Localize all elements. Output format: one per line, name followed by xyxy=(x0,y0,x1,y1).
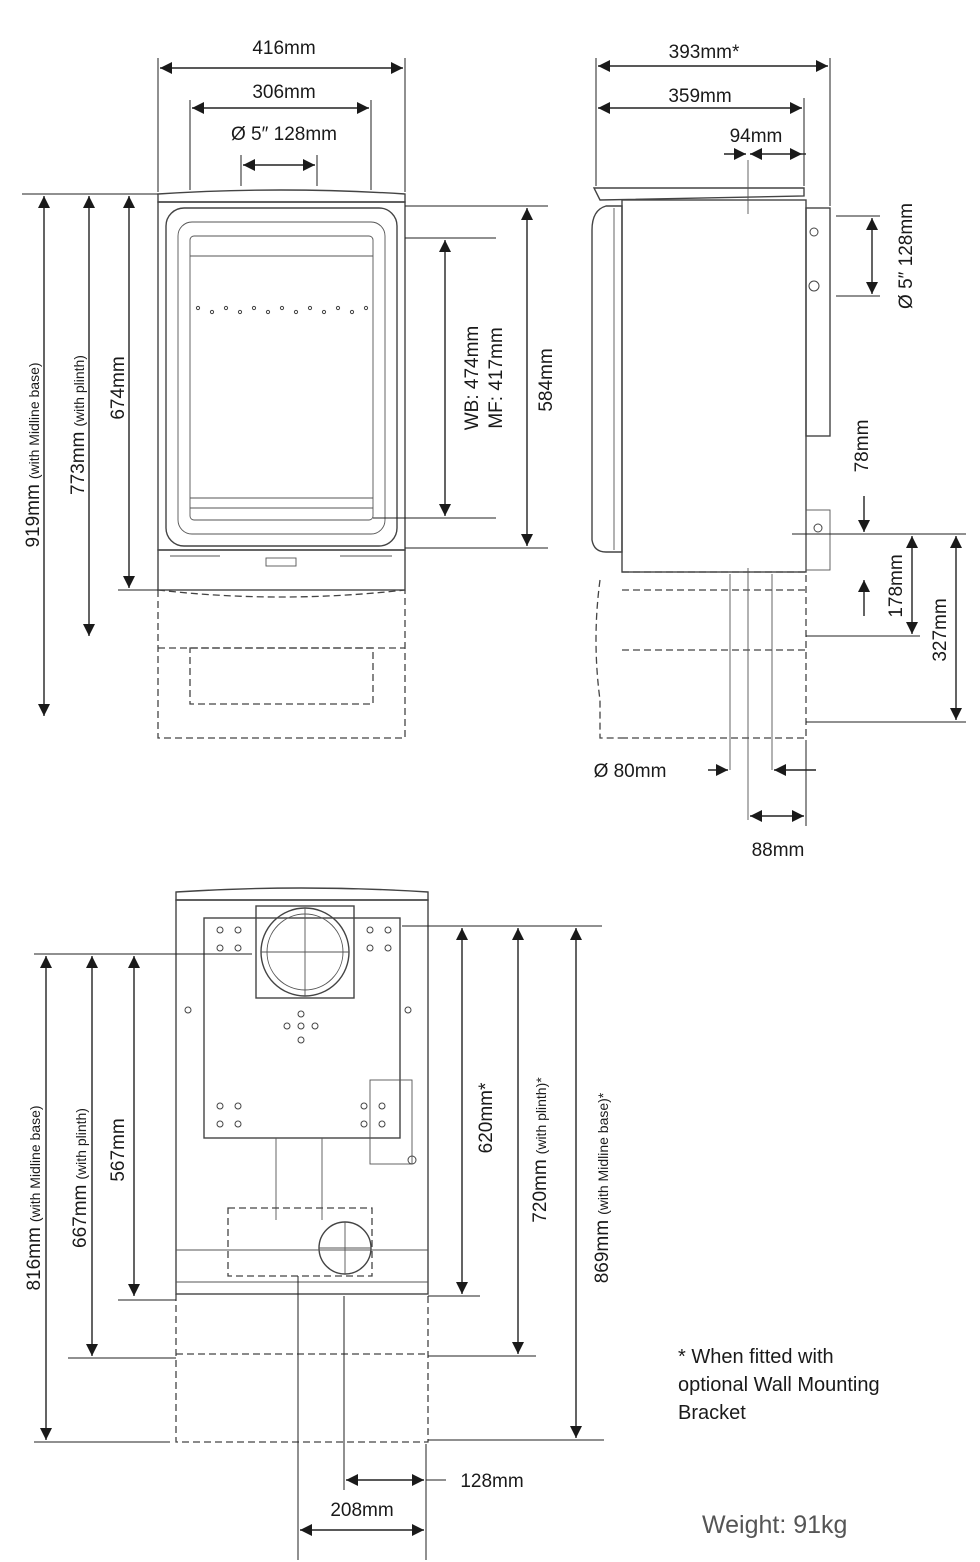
dim-674-label: 674mm xyxy=(108,356,129,419)
dim-128-label: 128mm xyxy=(460,1471,523,1492)
dim-94-label: 94mm xyxy=(730,126,783,147)
dim-720-label: 720mm(with plinth)* xyxy=(530,1077,551,1223)
dim-208-label: 208mm xyxy=(330,1500,393,1521)
dim-88-label: 88mm xyxy=(752,840,805,861)
dim-816-label: 816mm(with Midline base) xyxy=(24,1105,45,1290)
side-body xyxy=(621,199,807,573)
front-top-plate xyxy=(157,189,406,203)
front-door xyxy=(165,207,398,547)
rear-bolt-holes xyxy=(184,926,412,1128)
dim-416-label: 416mm xyxy=(252,38,315,59)
dim-919-label: 919mm(with Midline base) xyxy=(23,362,44,547)
rear-flue-plate xyxy=(255,905,355,999)
rear-plinth-outline xyxy=(175,1294,429,1443)
weight-label: Weight: 91kg xyxy=(702,1511,847,1539)
front-glass xyxy=(189,235,374,521)
dim-327-label: 327mm xyxy=(930,598,951,661)
side-door xyxy=(591,205,623,553)
dim-620-label: 620mm* xyxy=(476,1082,497,1153)
dim-584-label: 584mm xyxy=(536,348,557,411)
dim-window-mf: MF: 417mm xyxy=(486,327,507,428)
footnote: * When fitted with optional Wall Mountin… xyxy=(678,1346,880,1424)
front-view: 416mm 306mm Ø 5″ 128mm 919mm(with Midlin… xyxy=(22,38,557,739)
dim-rear-flue-label: Ø 5″ 128mm xyxy=(896,203,917,309)
front-air-holes xyxy=(195,305,369,315)
rear-body xyxy=(175,899,429,1295)
front-base xyxy=(157,549,406,591)
dim-667-label: 667mm(with plinth) xyxy=(70,1108,91,1248)
footnote-line-1: * When fitted with xyxy=(678,1346,834,1368)
front-plinth-outline xyxy=(157,590,406,739)
dim-359-label: 359mm xyxy=(668,86,731,107)
dim-flue-top-label: Ø 5″ 128mm xyxy=(231,124,337,145)
dim-window-wb: WB: 474mm xyxy=(462,326,483,431)
rear-view: 816mm(with Midline base) 667mm(with plin… xyxy=(24,887,613,1560)
dim-869-label: 869mm(with Midline base)* xyxy=(592,1092,613,1283)
rear-air-duct xyxy=(227,1207,373,1277)
dim-567-label: 567mm xyxy=(108,1118,129,1181)
side-plinth-outline xyxy=(622,571,807,739)
rear-top-plate xyxy=(175,887,429,901)
side-view: 393mm* 359mm 94mm Ø 5″ 128mm 78mm 178mm … xyxy=(591,42,966,861)
rear-wall-bracket xyxy=(203,917,401,1139)
dim-78-label: 78mm xyxy=(852,420,873,473)
dim-306-label: 306mm xyxy=(252,82,315,103)
footnote-line-2: optional Wall Mounting xyxy=(678,1374,880,1396)
dim-80-label: Ø 80mm xyxy=(594,761,667,782)
side-wall-bracket xyxy=(805,207,831,437)
front-window xyxy=(177,221,386,535)
dim-773-label: 773mm(with plinth) xyxy=(68,355,89,495)
side-top-plate xyxy=(592,187,805,201)
footnote-line-3: Bracket xyxy=(678,1402,746,1424)
dim-178-label: 178mm xyxy=(886,554,907,617)
dim-393-label: 393mm* xyxy=(669,42,740,63)
